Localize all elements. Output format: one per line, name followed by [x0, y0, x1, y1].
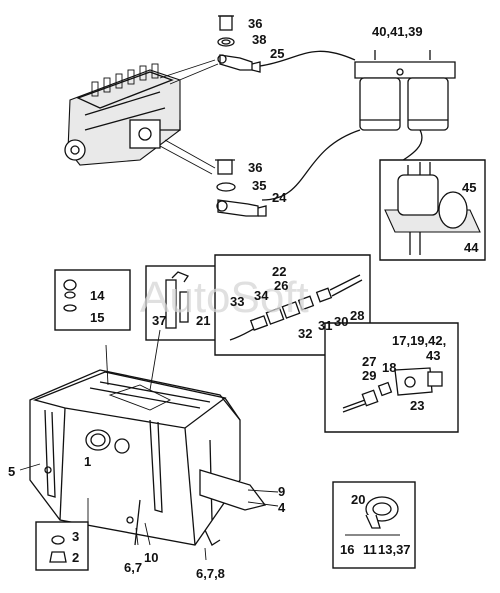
callout-26: 26 [274, 278, 288, 293]
callout-22: 22 [272, 264, 286, 279]
connecting-pipes [159, 50, 423, 201]
callout-45: 45 [462, 180, 476, 195]
callout-9: 9 [278, 484, 285, 499]
callout-1: 1 [84, 454, 91, 469]
detail-box-37-21 [145, 265, 219, 341]
detail-box-14-15 [54, 269, 131, 331]
callout-32: 32 [298, 326, 312, 341]
callout-40-41-39: 40,41,39 [372, 24, 423, 39]
callout-20: 20 [351, 492, 365, 507]
callout-33: 33 [230, 294, 244, 309]
callout-29: 29 [362, 368, 376, 383]
callout-17-19-42: 17,19,42, [392, 333, 446, 348]
callout-3: 3 [72, 529, 79, 544]
detail-box-3-2 [35, 521, 89, 571]
callout-14: 14 [90, 288, 105, 303]
callout-11: 11 [363, 542, 377, 557]
callout-5: 5 [8, 464, 15, 479]
watermark: AutoSoft [140, 273, 309, 322]
callout-25: 25 [270, 46, 284, 61]
callout-16: 16 [340, 542, 354, 557]
callout-24: 24 [272, 190, 287, 205]
injection-pump [64, 63, 181, 166]
callout-15: 15 [90, 310, 104, 325]
callout-6-7-8: 6,7,8 [196, 566, 225, 581]
detail-box-fitting-group [324, 322, 459, 433]
callout-18: 18 [382, 360, 396, 375]
fuel-filter [354, 50, 456, 131]
callout-27: 27 [362, 354, 376, 369]
callout-6-7: 6,7 [124, 560, 142, 575]
callout-10: 10 [144, 550, 158, 565]
callout-30: 30 [334, 314, 348, 329]
callout-13-37: 13,37 [378, 542, 411, 557]
callout-labels: 36 38 25 40,41,39 36 35 24 45 44 14 15 3… [8, 16, 479, 581]
callout-34: 34 [254, 288, 269, 303]
callout-35: 35 [252, 178, 266, 193]
callout-21: 21 [196, 313, 210, 328]
callout-31: 31 [318, 318, 332, 333]
banjo-fitting-upper [217, 15, 261, 73]
callout-44: 44 [464, 240, 479, 255]
fuel-tank [29, 369, 267, 546]
detail-box-clamp [332, 481, 416, 569]
callout-37: 37 [152, 313, 166, 328]
callout-2: 2 [72, 550, 79, 565]
callout-38: 38 [252, 32, 266, 47]
banjo-fitting-lower [215, 159, 267, 217]
leader-lines [19, 329, 279, 561]
callout-36-upper: 36 [248, 16, 262, 31]
callout-4: 4 [278, 500, 286, 515]
callout-36-lower: 36 [248, 160, 262, 175]
callout-28: 28 [350, 308, 364, 323]
callout-43: 43 [426, 348, 440, 363]
callout-23: 23 [410, 398, 424, 413]
detail-box-44-45 [379, 159, 486, 261]
